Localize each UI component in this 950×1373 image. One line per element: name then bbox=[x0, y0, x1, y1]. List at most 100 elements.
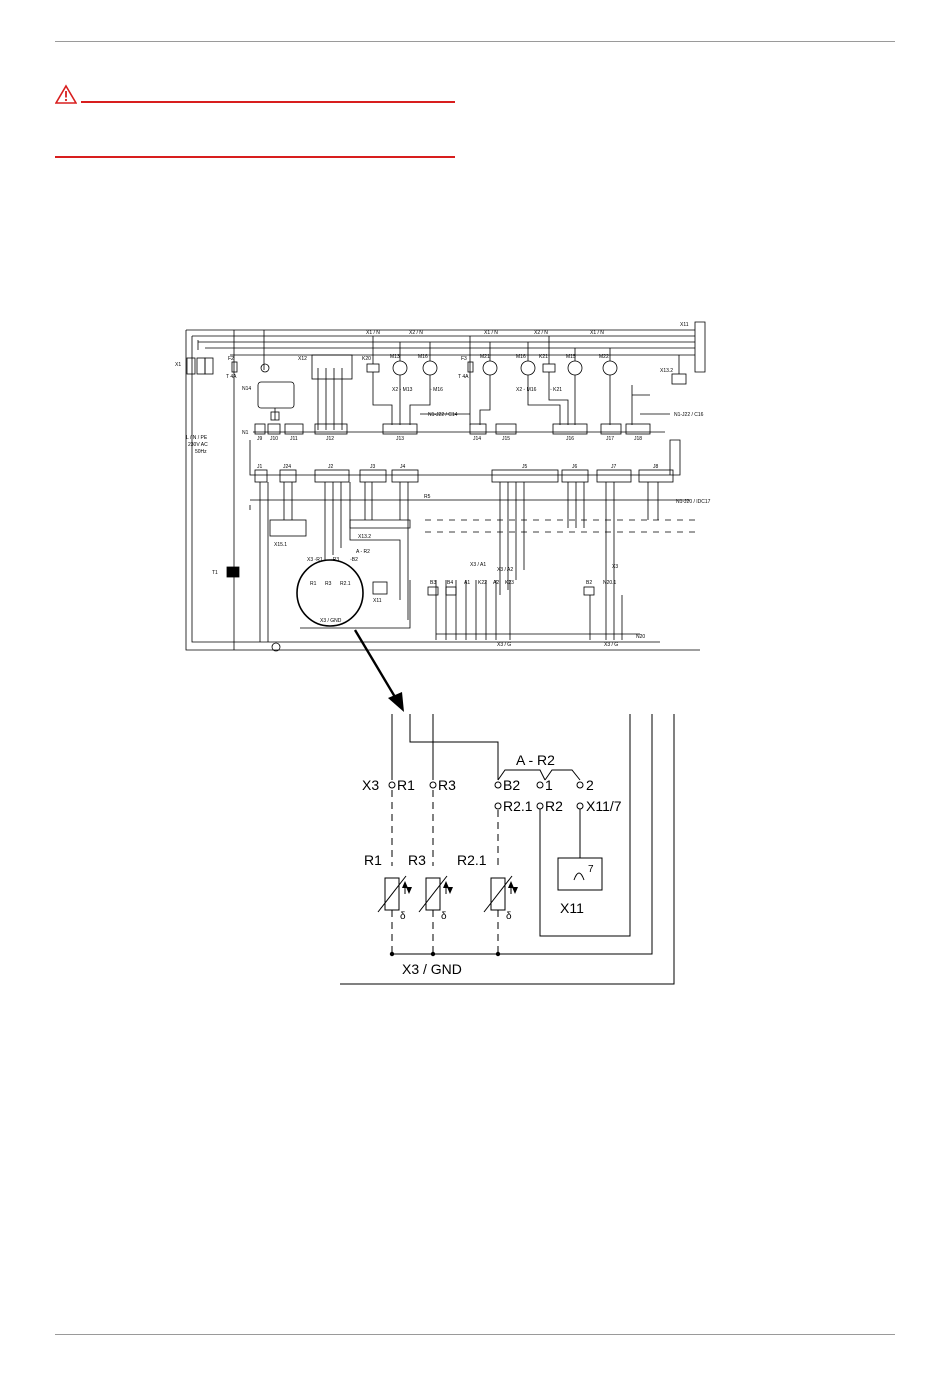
label-x1n-a: X1 / N bbox=[366, 330, 380, 336]
detail-label-seven: 7 bbox=[588, 864, 594, 875]
label-x3g-2: X3 / G bbox=[604, 642, 618, 648]
label-j15: J15 bbox=[502, 436, 510, 442]
warning-bottom-line bbox=[55, 156, 455, 158]
detail-label-r1: R1 bbox=[364, 852, 382, 868]
label-a1: A1 bbox=[464, 580, 470, 586]
label-j4: J4 bbox=[400, 464, 406, 470]
detail-label-r2-term: R2 bbox=[545, 798, 563, 814]
label-k21: K21 bbox=[539, 354, 548, 360]
detail-label-r3-term: R3 bbox=[438, 777, 456, 793]
label-x15-1: X15.1 bbox=[274, 542, 287, 548]
label-r5: R5 bbox=[424, 494, 431, 500]
detail-label-term-1: 1 bbox=[545, 777, 553, 793]
label-j2: J2 bbox=[328, 464, 334, 470]
label-x3g-1: X3 / G bbox=[497, 642, 511, 648]
detail-label-delta-3: δ bbox=[506, 911, 512, 922]
detail-label-x11-7: X11/7 bbox=[586, 798, 622, 814]
detail-label-r3: R3 bbox=[408, 852, 426, 868]
label-n1-j22: N1-J22 / C14 bbox=[428, 412, 458, 418]
label-a2: A2 bbox=[493, 580, 499, 586]
label-b3: B3 bbox=[430, 580, 436, 586]
label-f3: F3 bbox=[461, 356, 467, 362]
label-j3: J3 bbox=[370, 464, 376, 470]
label-n1-j23: N1-J22 / C16 bbox=[674, 412, 704, 418]
label-n14: N14 bbox=[242, 386, 251, 392]
label-r3b-small: R3 bbox=[325, 581, 332, 587]
label-j9: J9 bbox=[257, 436, 263, 442]
detail-label-r2-1-term: R2.1 bbox=[503, 798, 533, 814]
label-b2b: B2 bbox=[586, 580, 592, 586]
label-j6: J6 bbox=[572, 464, 578, 470]
label-voltage: 230V AC bbox=[188, 442, 208, 448]
label-x3r1: X3 ◦R1 bbox=[307, 557, 323, 563]
label-k20: K20 bbox=[362, 356, 371, 362]
label-k23: K23 bbox=[505, 580, 514, 586]
label-j5: J5 bbox=[522, 464, 528, 470]
detail-label-r1-term: R1 bbox=[397, 777, 415, 793]
label-r2-1-small: R2.1 bbox=[340, 581, 351, 587]
warning-top-line bbox=[81, 101, 455, 103]
label-x11-top: X11 bbox=[680, 322, 689, 328]
detail-label-delta-1: δ bbox=[400, 911, 406, 922]
label-x12: X12 bbox=[298, 356, 307, 362]
label-x1: X1 bbox=[175, 362, 181, 368]
detail-label-term-2: 2 bbox=[586, 777, 594, 793]
label-b2-small: ◦B2 bbox=[350, 557, 358, 563]
label-x13-2b: X13.2 bbox=[358, 534, 371, 540]
label-j17: J17 bbox=[606, 436, 614, 442]
label-j8: J8 bbox=[653, 464, 659, 470]
label-m22: M22 bbox=[599, 354, 609, 360]
label-b4: B4 bbox=[447, 580, 453, 586]
label-t1: T1 bbox=[212, 570, 218, 576]
warning-block bbox=[55, 84, 455, 164]
label-x11-small: X11 bbox=[373, 598, 382, 604]
label-j1: J1 bbox=[257, 464, 263, 470]
label-n20: N20 bbox=[636, 634, 645, 640]
label-x2m16: X2 ◦ M16 bbox=[516, 387, 537, 393]
label-x2n-b: X2 / N bbox=[534, 330, 548, 336]
label-j16: J16 bbox=[566, 436, 574, 442]
detail-label-b2-term: B2 bbox=[503, 777, 520, 793]
label-m16b: M16 bbox=[516, 354, 526, 360]
label-j14: J14 bbox=[473, 436, 481, 442]
label-t4a-2: T 4A bbox=[458, 374, 469, 380]
label-n1-j20: N1-J20 / IDC17 bbox=[676, 499, 711, 505]
detail-label-delta-2: δ bbox=[441, 911, 447, 922]
label-n1: N1 bbox=[242, 430, 249, 436]
label-j12: J12 bbox=[326, 436, 334, 442]
detail-label-a-r2: A - R2 bbox=[516, 752, 555, 768]
label-a-r2-small: A - R2 bbox=[356, 549, 370, 555]
label-m21: M21 bbox=[480, 354, 490, 360]
label-r1-small: R1 bbox=[310, 581, 317, 587]
label-j11: J11 bbox=[290, 436, 298, 442]
label-supply: L / N / PE bbox=[186, 435, 208, 441]
label-j18: J18 bbox=[634, 436, 642, 442]
label-x3-right: X3 bbox=[612, 564, 618, 570]
label-x3a2: X3 / A2 bbox=[497, 567, 513, 573]
footer-rule bbox=[55, 1334, 895, 1335]
warning-triangle-icon bbox=[55, 84, 77, 104]
label-n20-1: N20.1 bbox=[603, 580, 617, 586]
label-x1n-b: X1 / N bbox=[484, 330, 498, 336]
label-t4a-1: T 4A bbox=[226, 374, 237, 380]
label-x2n-a: X2 / N bbox=[409, 330, 423, 336]
detail-label-x3: X3 bbox=[362, 777, 379, 793]
label-j7: J7 bbox=[611, 464, 617, 470]
header-rule bbox=[55, 41, 895, 42]
label-f2: F2 bbox=[228, 356, 234, 362]
label-j13: J13 bbox=[396, 436, 404, 442]
label-k22: K22 bbox=[478, 580, 487, 586]
label-x2m13: X2 ◦ M13 bbox=[392, 387, 413, 393]
label-j10: J10 bbox=[270, 436, 278, 442]
detail-label-r2-1: R2.1 bbox=[457, 852, 487, 868]
label-j24: J24 bbox=[283, 464, 291, 470]
label-x3gnd-small: X3 / GND bbox=[320, 618, 342, 624]
label-freq: 50Hz bbox=[195, 449, 207, 455]
label-k21-lbl: ◦ K21 bbox=[550, 387, 562, 393]
label-m16-lbl: ◦ M16 bbox=[430, 387, 443, 393]
label-x3a1: X3 / A1 bbox=[470, 562, 486, 568]
label-m13: M13 bbox=[390, 354, 400, 360]
label-m16a: M16 bbox=[418, 354, 428, 360]
